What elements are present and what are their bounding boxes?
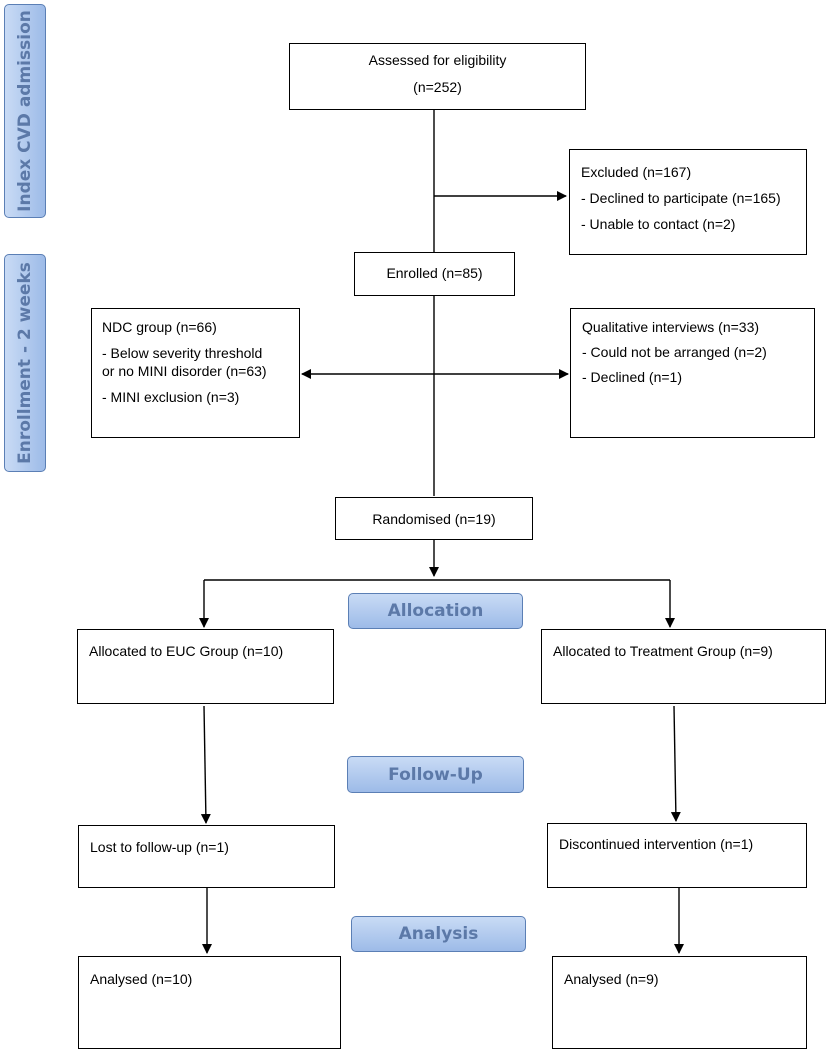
euc-box: Allocated to EUC Group (n=10) — [77, 629, 334, 704]
discontinued-title: Discontinued intervention (n=1) — [559, 836, 754, 852]
ndc-item-1: - Below severity threshold — [102, 345, 263, 361]
treatment-title: Allocated to Treatment Group (n=9) — [553, 643, 773, 659]
discontinued-box: Discontinued intervention (n=1) — [547, 823, 807, 888]
stage-analysis: Analysis — [351, 916, 526, 952]
randomised-box: Randomised (n=19) — [335, 497, 533, 540]
assessed-count: (n=252) — [413, 79, 462, 95]
stage-follow-up: Follow-Up — [347, 756, 524, 793]
ndc-item-3: - MINI exclusion (n=3) — [102, 389, 240, 405]
treatment-box: Allocated to Treatment Group (n=9) — [541, 629, 826, 704]
qualitative-item-2: - Declined (n=1) — [582, 369, 682, 385]
connector-euc-lost — [200, 705, 211, 824]
stage-analysis-label: Analysis — [398, 924, 479, 944]
stage-allocation: Allocation — [348, 593, 523, 629]
randomised-title: Randomised (n=19) — [372, 511, 496, 527]
enrolled-title: Enrolled (n=85) — [386, 265, 483, 281]
stage-follow-up-label: Follow-Up — [388, 764, 483, 785]
enrolled-box: Enrolled (n=85) — [354, 252, 515, 296]
lost-title: Lost to follow-up (n=1) — [90, 839, 229, 855]
analysed-treatment-box: Analysed (n=9) — [552, 956, 807, 1049]
qualitative-item-1: - Could not be arranged (n=2) — [582, 344, 767, 360]
euc-title: Allocated to EUC Group (n=10) — [89, 643, 284, 659]
lost-box: Lost to follow-up (n=1) — [78, 825, 335, 888]
assessed-box: Assessed for eligibility (n=252) — [289, 43, 586, 110]
stage-enrollment: Enrollment - 2 weeks — [4, 254, 46, 472]
ndc-box: NDC group (n=66) - Below severity thresh… — [91, 308, 300, 438]
ndc-item-2: or no MINI disorder (n=63) — [102, 363, 267, 379]
stage-index-admission: Index CVD admission — [4, 4, 46, 218]
ndc-title: NDC group (n=66) — [102, 319, 217, 335]
analysed-euc-title: Analysed (n=10) — [90, 971, 193, 987]
excluded-item-2: - Unable to contact (n=2) — [581, 216, 736, 232]
excluded-item-1: - Declined to participate (n=165) — [581, 190, 781, 206]
excluded-box: Excluded (n=167) - Declined to participa… — [569, 149, 807, 255]
connector-treatment-discontinued — [670, 705, 681, 822]
qualitative-box: Qualitative interviews (n=33) - Could no… — [570, 308, 815, 438]
stage-allocation-label: Allocation — [387, 601, 484, 621]
excluded-title: Excluded (n=167) — [581, 164, 692, 180]
assessed-title: Assessed for eligibility — [368, 52, 507, 68]
qualitative-title: Qualitative interviews (n=33) — [582, 319, 760, 335]
analysed-euc-box: Analysed (n=10) — [78, 956, 341, 1049]
analysed-treatment-title: Analysed (n=9) — [564, 971, 659, 987]
